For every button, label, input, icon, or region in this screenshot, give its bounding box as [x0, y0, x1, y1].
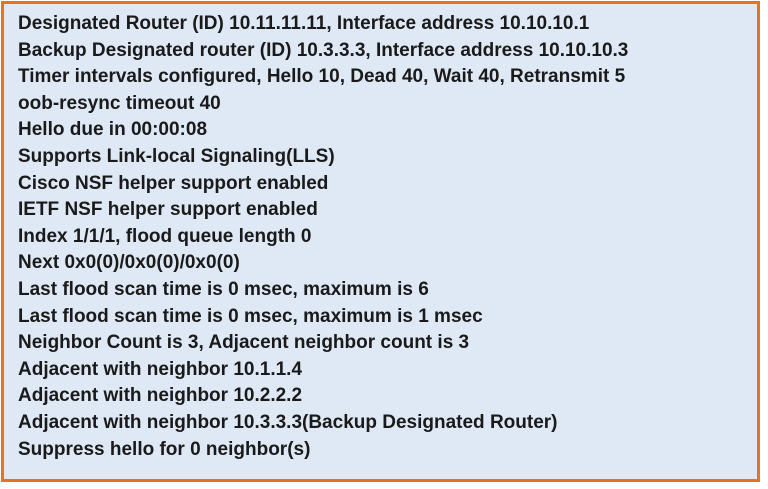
output-line-oob-resync-timeout: oob-resync timeout 40 — [18, 92, 221, 114]
output-line-designated-router: Designated Router (ID) 10.11.11.11, Inte… — [18, 13, 590, 34]
output-line-cisco-nsf: Cisco NSF helper support enabled — [18, 172, 329, 194]
output-line-adjacent-neighbor-1: Adjacent with neighbor 10.1.1.4 — [18, 358, 303, 380]
output-line-suppress-hello: Suppress hello for 0 neighbor(s) — [18, 438, 311, 460]
output-line-index-flood-queue: Index 1/1/1, flood queue length 0 — [18, 225, 312, 247]
output-lines: Designated Router (ID) 10.11.11.11, Inte… — [18, 11, 628, 463]
output-line-adjacent-neighbor-2: Adjacent with neighbor 10.2.2.2 — [18, 385, 303, 407]
output-line-neighbor-count: Neighbor Count is 3, Adjacent neighbor c… — [18, 332, 470, 354]
output-line-timer-intervals: Timer intervals configured, Hello 10, De… — [18, 66, 626, 88]
output-line-adjacent-neighbor-3: Adjacent with neighbor 10.3.3.3(Backup D… — [18, 411, 558, 433]
output-line-last-flood-scan-1: Last flood scan time is 0 msec, maximum … — [18, 278, 429, 300]
output-line-lls-support: Supports Link-local Signaling(LLS) — [18, 145, 335, 167]
output-line-ietf-nsf: IETF NSF helper support enabled — [18, 199, 318, 221]
output-line-backup-designated-router: Backup Designated router (ID) 10.3.3.3, … — [18, 39, 629, 61]
ospf-interface-output-panel: Designated Router (ID) 10.11.11.11, Inte… — [1, 1, 760, 482]
output-line-hello-due: Hello due in 00:00:08 — [18, 119, 208, 141]
output-line-last-flood-scan-2: Last flood scan time is 0 msec, maximum … — [18, 305, 483, 327]
output-line-next: Next 0x0(0)/0x0(0)/0x0(0) — [18, 252, 240, 274]
